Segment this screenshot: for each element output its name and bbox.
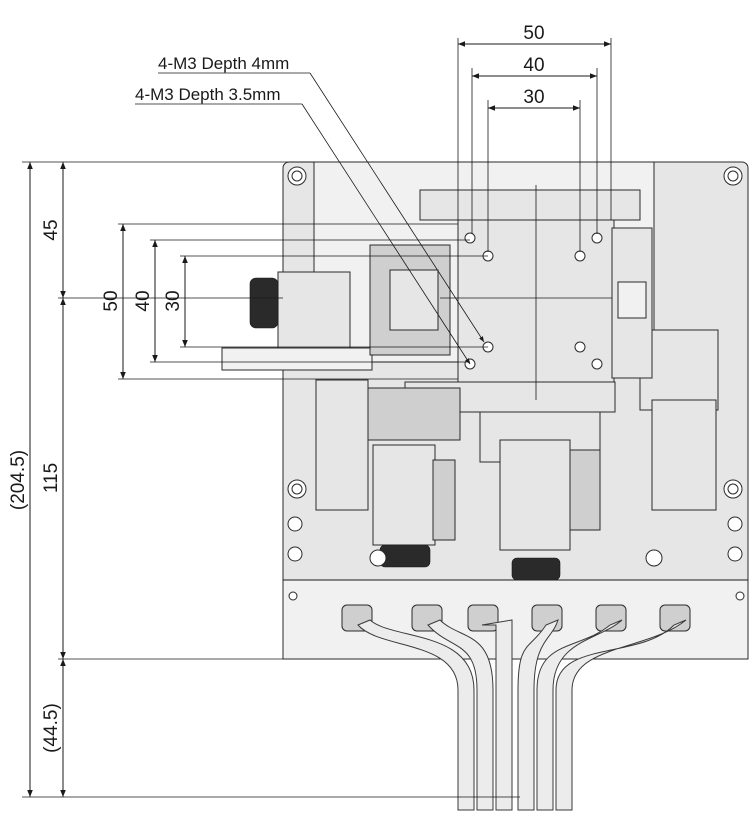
overall-total-dimension: (204.5) (8, 450, 29, 510)
top-dimension-30: 30 (523, 87, 544, 108)
top-dimension-lines (457, 38, 612, 252)
callout-depth-4: 4-M3 Depth 4mm (158, 54, 289, 73)
side-motor (221, 244, 451, 371)
overall-middle-dimension: 115 (41, 463, 62, 493)
top-dimension-50: 50 (523, 23, 544, 44)
top-stage (440, 185, 653, 400)
overall-dimension-lines (22, 161, 520, 798)
callout-depth-3-5: 4-M3 Depth 3.5mm (135, 85, 281, 104)
top-dimension-40: 40 (523, 55, 544, 76)
left-dimension-30: 30 (163, 290, 184, 311)
overall-upper-dimension: 45 (41, 219, 62, 240)
left-stage-dimension-lines (118, 223, 488, 380)
lower-motors (369, 439, 663, 581)
callout-leaders (135, 72, 485, 365)
left-dimension-50: 50 (101, 290, 122, 311)
left-dimension-40: 40 (133, 290, 154, 311)
cable-bundle (357, 619, 687, 811)
overall-lower-dimension: (44.5) (41, 703, 62, 753)
